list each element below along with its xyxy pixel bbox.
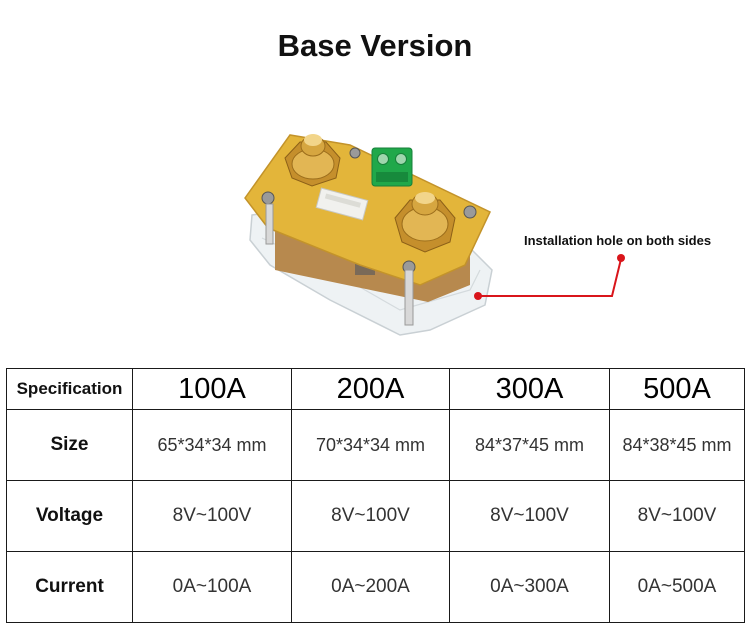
size-100a: 65*34*34 mm [132, 409, 292, 481]
model-100a-header: 100A [132, 368, 292, 410]
spec-table: Specification 100A 200A 300A 500A Size 6… [6, 368, 745, 623]
table-row: Current 0A~100A 0A~200A 0A~300A 0A~500A [6, 551, 745, 623]
model-200a-header: 200A [291, 368, 450, 410]
page-title: Base Version [277, 28, 473, 63]
shunt-product-image [244, 134, 625, 336]
header-row: Specification 100A 200A 300A 500A [6, 368, 745, 410]
model-300a-header: 300A [449, 368, 610, 410]
size-label: Size [6, 409, 133, 481]
current-100a: 0A~100A [132, 551, 292, 623]
model-500a-header: 500A [609, 368, 745, 410]
voltage-200a: 8V~100V [291, 480, 450, 552]
current-300a: 0A~300A [449, 551, 610, 623]
table-row: Size 65*34*34 mm 70*34*34 mm 84*37*45 mm… [6, 409, 745, 481]
voltage-300a: 8V~100V [449, 480, 610, 552]
voltage-label: Voltage [6, 480, 133, 552]
specification-header: Specification [6, 368, 133, 410]
size-500a: 84*38*45 mm [609, 409, 745, 481]
current-200a: 0A~200A [291, 551, 450, 623]
current-label: Current [6, 551, 133, 623]
table-row: Voltage 8V~100V 8V~100V 8V~100V 8V~100V [6, 480, 745, 552]
current-500a: 0A~500A [609, 551, 745, 623]
installation-hole-callout: Installation hole on both sides [524, 233, 712, 248]
voltage-100a: 8V~100V [132, 480, 292, 552]
size-300a: 84*37*45 mm [449, 409, 610, 481]
voltage-500a: 8V~100V [609, 480, 745, 552]
size-200a: 70*34*34 mm [291, 409, 450, 481]
